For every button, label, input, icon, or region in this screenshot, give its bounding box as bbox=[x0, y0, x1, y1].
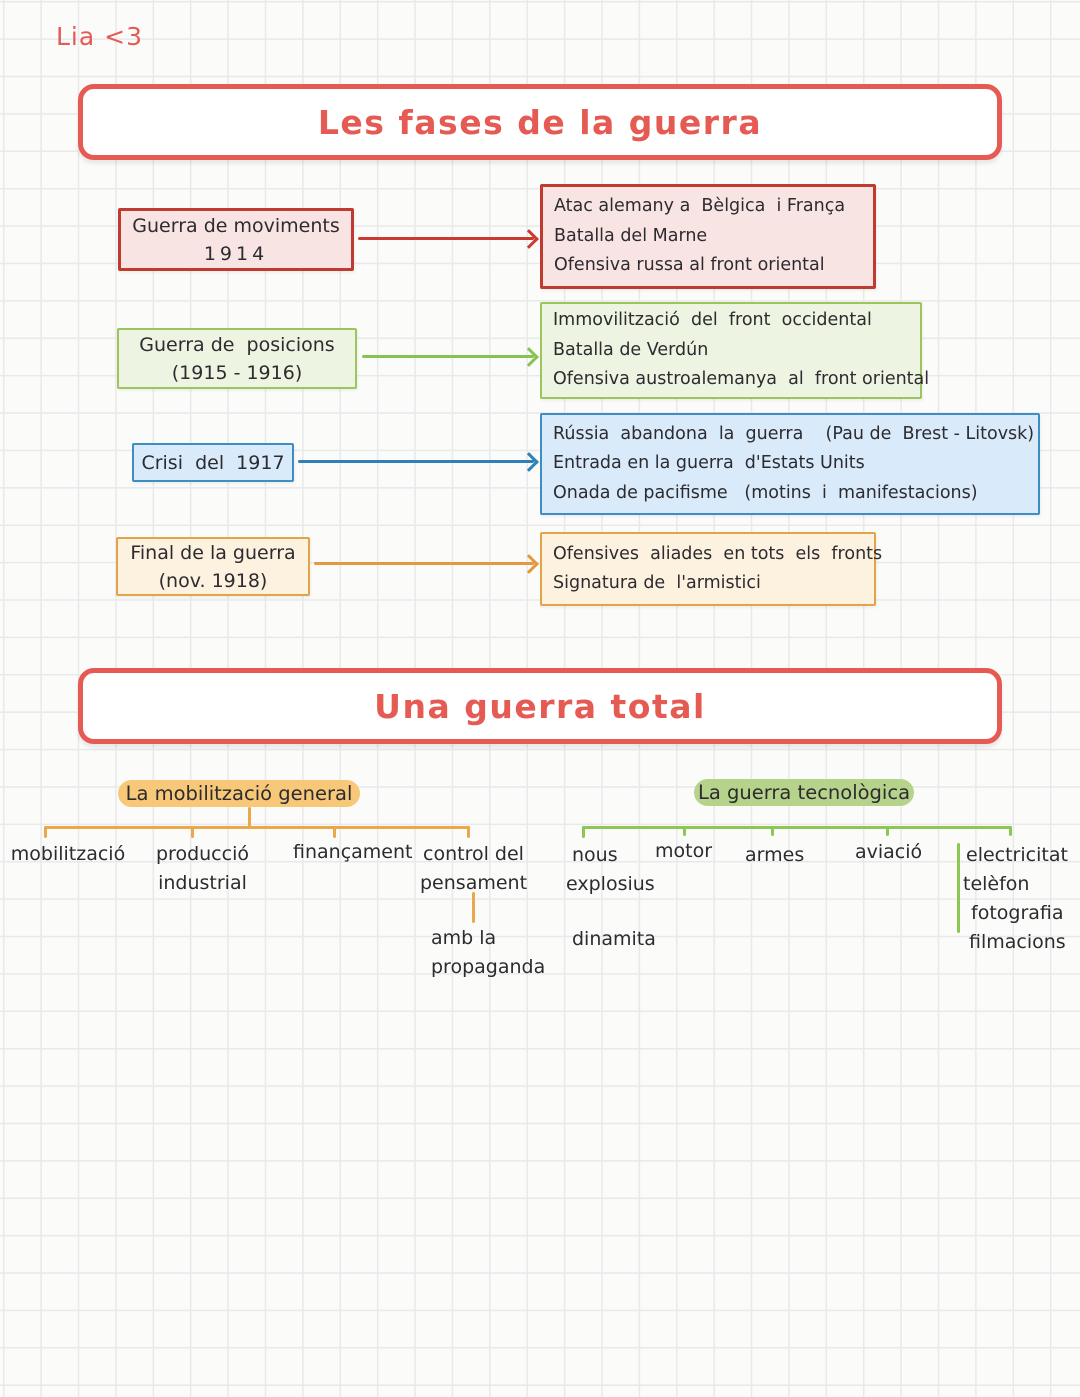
tree-subleaf-propaganda: amb la propaganda bbox=[431, 924, 545, 982]
phase-box-guerra-posicions: Guerra de posicions (1915 - 1916) bbox=[117, 328, 357, 389]
tree-root-label: La guerra tecnològica bbox=[697, 781, 911, 804]
phase-box-line: Guerra de moviments bbox=[132, 214, 340, 237]
tree-tick-line bbox=[333, 826, 336, 838]
tree-tick-line bbox=[582, 826, 585, 838]
tree-leaf-armes: armes bbox=[745, 844, 805, 866]
tree-tick-line bbox=[191, 826, 194, 838]
tree-leaf-motor: motor bbox=[655, 840, 713, 862]
leaf-line: producció bbox=[156, 843, 249, 865]
leaf-line: electricitat bbox=[966, 844, 1068, 866]
phase-box-line: Guerra de posicions bbox=[139, 333, 335, 356]
tree-tick-line bbox=[886, 826, 889, 836]
tree-branch-line bbox=[582, 826, 1012, 829]
tree-sub-stem-line bbox=[472, 892, 475, 923]
leaf-line: explosius bbox=[566, 873, 655, 895]
arrow-right-icon bbox=[362, 355, 534, 358]
detail-line: Signatura de l'armistici bbox=[553, 573, 761, 593]
phase-box-final-guerra: Final de la guerra (nov. 1918) bbox=[116, 537, 310, 596]
leaf-line: pensament bbox=[420, 872, 528, 894]
leaf-line: amb la bbox=[431, 927, 497, 949]
tree-leaf-nous-explosius: nous explosius bbox=[566, 841, 655, 899]
section-title-fases-text: Les fases de la guerra bbox=[317, 102, 763, 142]
phase-box-year: (nov. 1918) bbox=[158, 569, 268, 592]
tree-leaf-mobilitzacio: mobilització bbox=[10, 843, 126, 865]
detail-line: Rússia abandona la guerra (Pau de Brest … bbox=[553, 423, 1035, 444]
phase-box-crisi-1917: Crisi del 1917 bbox=[132, 443, 294, 482]
leaf-line: nous bbox=[572, 844, 618, 866]
arrow-right-icon bbox=[314, 562, 534, 565]
phase-box-guerra-moviments: Guerra de moviments 1914 bbox=[118, 208, 354, 271]
tree-tick-line bbox=[1009, 826, 1012, 836]
arrow-right-icon bbox=[358, 237, 534, 240]
detail-line: Ofensives aliades en tots els fronts bbox=[553, 543, 883, 564]
leaf-line: propaganda bbox=[431, 956, 546, 978]
leaf-line: control del bbox=[423, 843, 524, 865]
leaf-line: telèfon bbox=[963, 873, 1030, 895]
section-title-guerra-total: Una guerra total bbox=[78, 668, 1002, 744]
phase-detail-crisi-1917: Rússia abandona la guerra (Pau de Brest … bbox=[540, 413, 1040, 515]
tree-branch-line bbox=[44, 826, 470, 829]
tree-leaf-media: electricitat telèfon fotografia filmacio… bbox=[963, 841, 1068, 957]
tree-leaf-aviacio: aviació bbox=[855, 841, 923, 863]
tree-leaf-financament: finançament bbox=[293, 841, 413, 863]
section-title-fases: Les fases de la guerra bbox=[78, 84, 1002, 160]
phase-box-year: (1915 - 1916) bbox=[171, 361, 303, 384]
detail-line: Entrada en la guerra d'Estats Units bbox=[553, 453, 865, 474]
leaf-line: fotografia bbox=[971, 902, 1064, 924]
phase-detail-guerra-posicions: Immovilització del front occidental Bata… bbox=[540, 302, 930, 399]
tree-stem-line bbox=[248, 807, 251, 827]
tree-tick-line bbox=[467, 826, 470, 838]
detail-line: Onada de pacifisme (motins i manifestaci… bbox=[553, 482, 978, 503]
tree-tick-line bbox=[771, 826, 774, 836]
tree-tick-line bbox=[683, 826, 686, 836]
arrow-right-icon bbox=[298, 460, 534, 463]
detail-line: Batalla del Marne bbox=[554, 225, 708, 246]
phase-box-line: Crisi del 1917 bbox=[141, 451, 285, 474]
tree-root-mobilitzacio: La mobilització general bbox=[118, 780, 360, 807]
phase-detail-guerra-moviments: Atac alemany a Bèlgica i França Batalla … bbox=[540, 184, 876, 289]
author-note: Lia <3 bbox=[56, 22, 143, 51]
phase-box-year: 1914 bbox=[203, 242, 269, 265]
detail-line: Batalla de Verdún bbox=[553, 339, 709, 360]
detail-line: Ofensiva austroalemanya al front orienta… bbox=[553, 369, 930, 390]
tree-leaf-produccio: producció industrial bbox=[155, 840, 250, 898]
tree-tick-line bbox=[44, 826, 47, 838]
leaf-line: filmacions bbox=[969, 931, 1066, 953]
tree-subleaf-dinamita: dinamita bbox=[572, 928, 656, 950]
tree-sub-stem-line bbox=[957, 843, 960, 933]
tree-leaf-control-pensament: control del pensament bbox=[420, 840, 527, 898]
tree-root-tecnologica: La guerra tecnològica bbox=[694, 779, 914, 806]
phase-detail-final-guerra: Ofensives aliades en tots els fronts Sig… bbox=[540, 532, 883, 606]
leaf-line: industrial bbox=[158, 872, 247, 894]
tree-root-label: La mobilització general bbox=[125, 782, 353, 805]
phase-box-line: Final de la guerra bbox=[130, 541, 296, 564]
section-title-guerra-total-text: Una guerra total bbox=[374, 686, 706, 726]
detail-line: Ofensiva russa al front oriental bbox=[554, 255, 825, 276]
detail-line: Atac alemany a Bèlgica i França bbox=[554, 196, 846, 217]
detail-line: Immovilització del front occidental bbox=[553, 310, 872, 331]
